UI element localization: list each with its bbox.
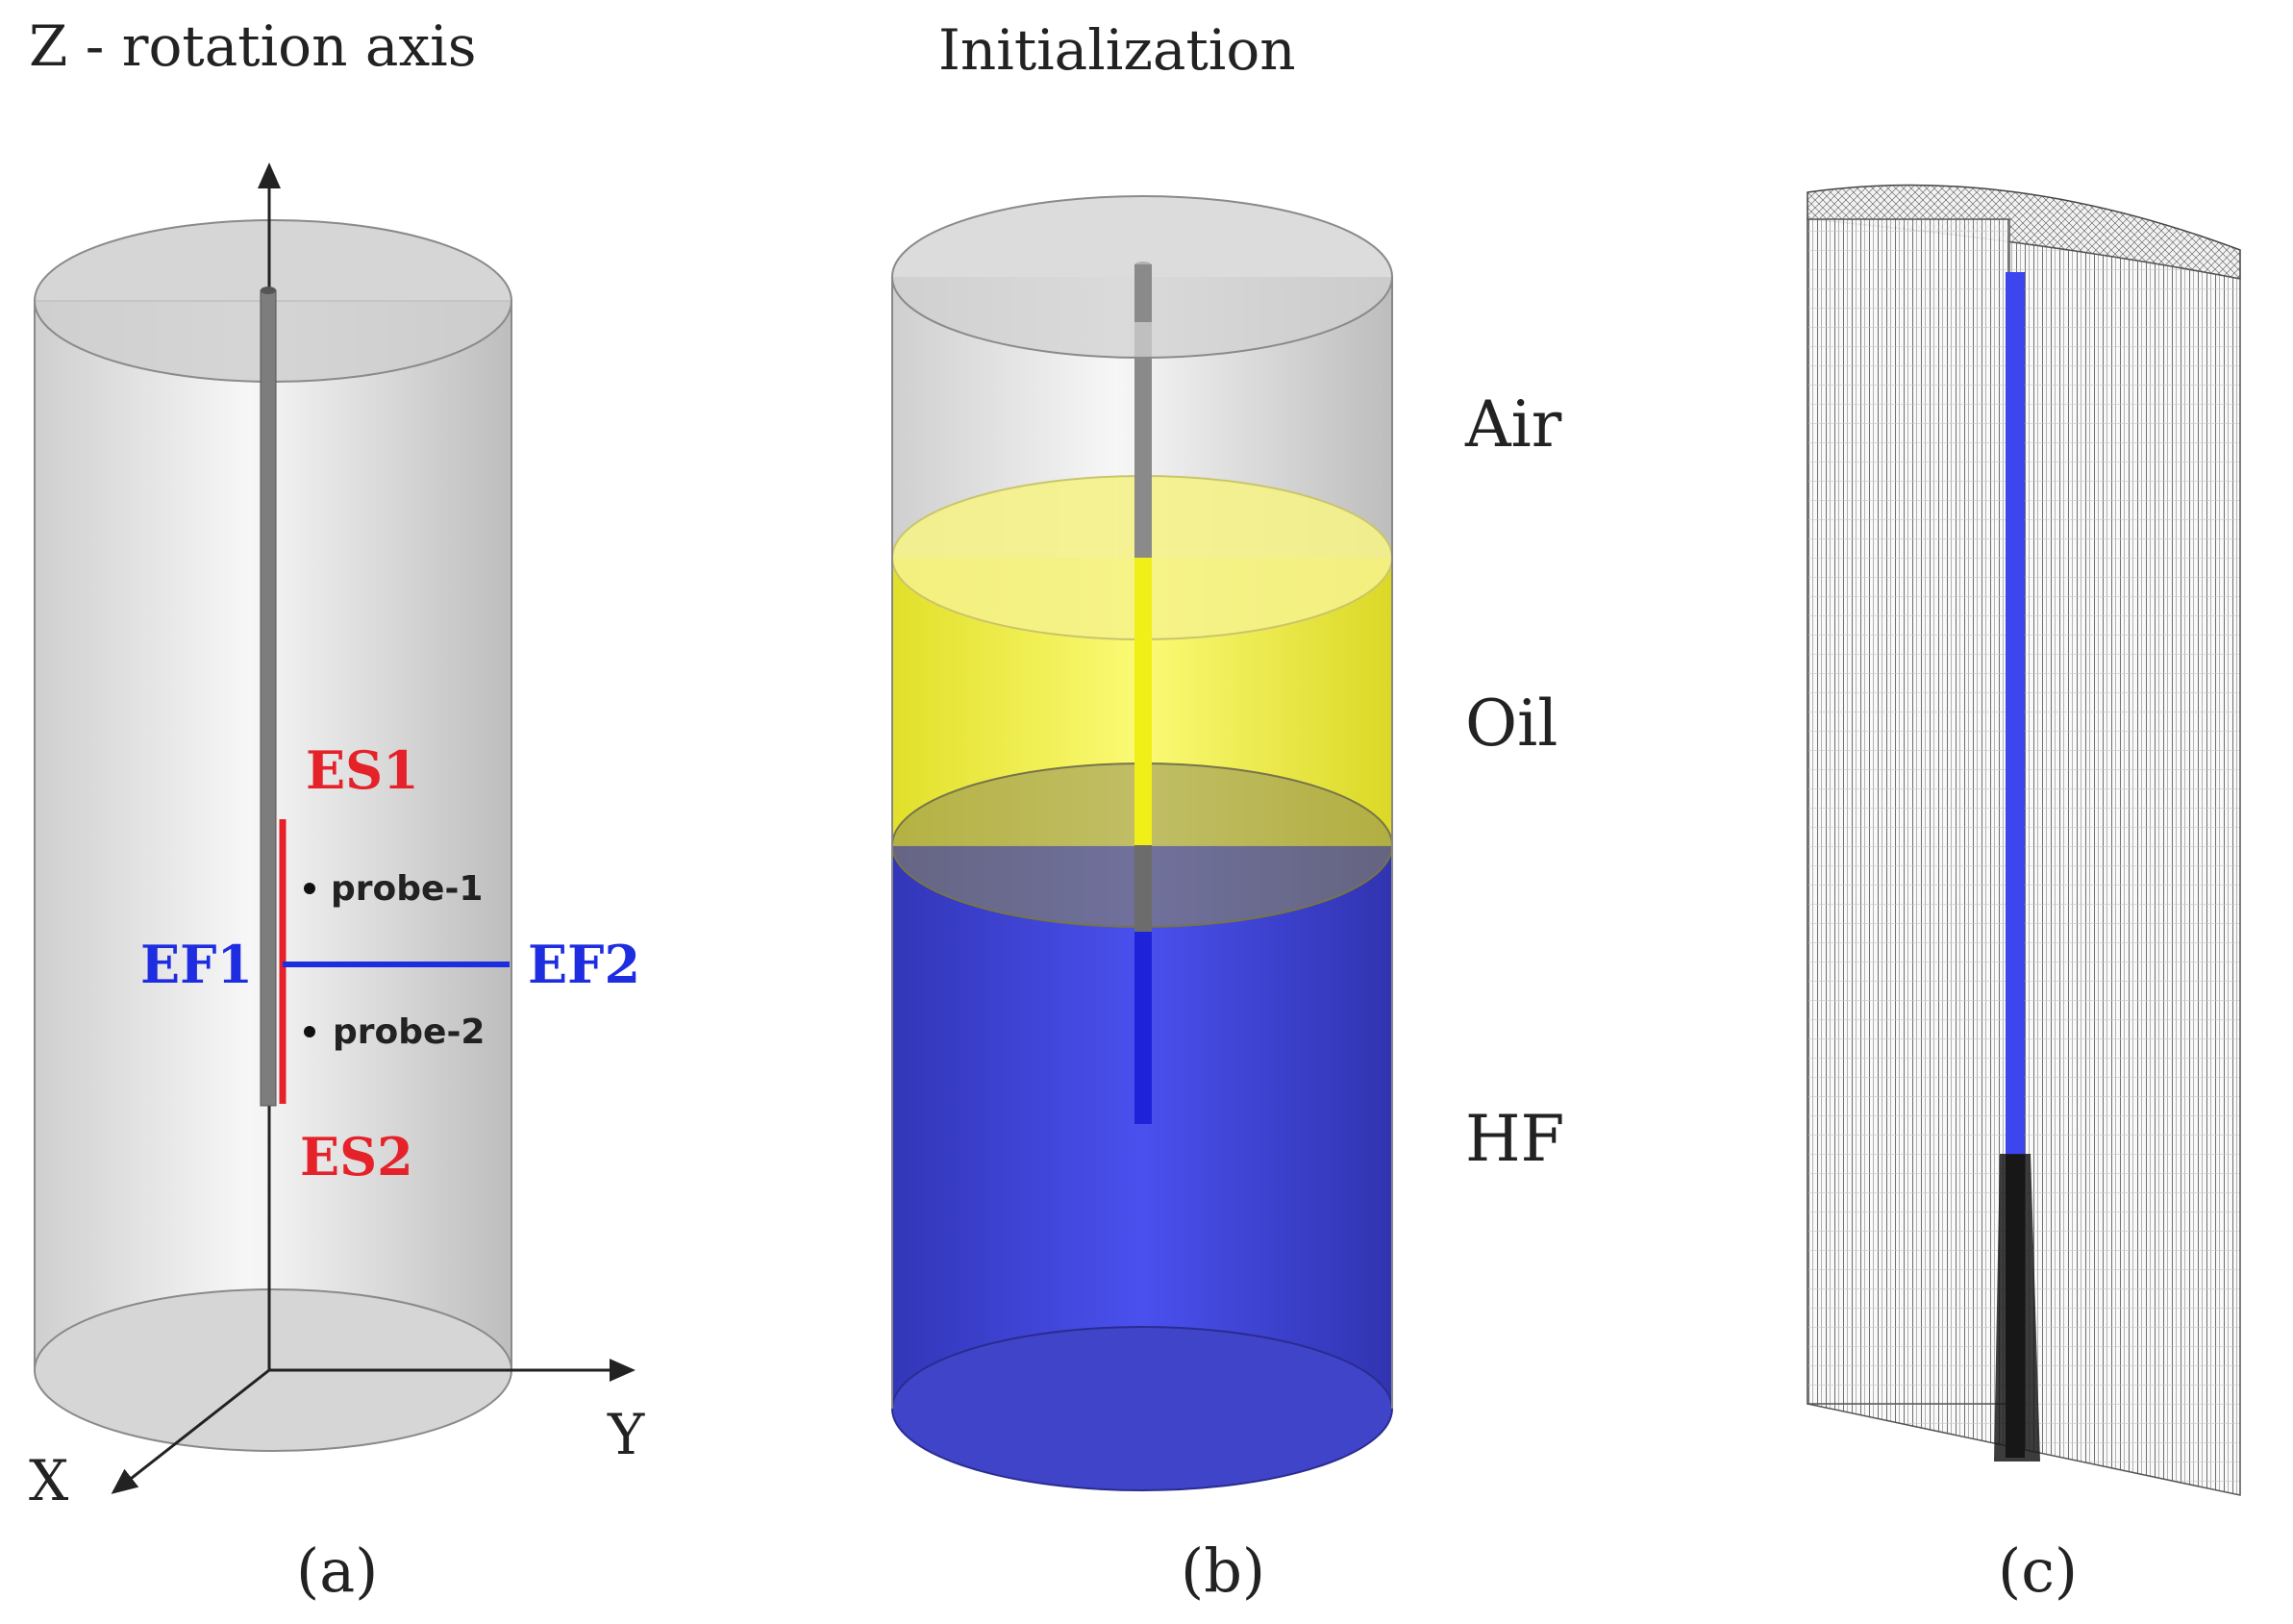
x-axis-label: X — [29, 1448, 69, 1513]
oil-label: Oil — [1465, 687, 1558, 761]
probe-2-label: probe-2 — [333, 1012, 485, 1052]
y-axis-label: Y — [607, 1402, 645, 1467]
x-axis-arrow — [111, 1368, 270, 1494]
panel-c: (c) — [1807, 184, 2241, 1606]
ef2-label: EF2 — [528, 934, 640, 995]
mesh-electrode — [2006, 272, 2025, 1155]
mesh-refinement-zone — [1994, 1154, 2040, 1462]
ef1-label: EF1 — [140, 934, 253, 995]
probe-1-dot — [304, 883, 315, 894]
mesh-front-face — [1807, 218, 2010, 1405]
air-label: Air — [1464, 387, 1562, 462]
probe-1-label: probe-1 — [331, 869, 483, 909]
panel-a: Z - rotation axis Y X ES1 ES2 EF1 EF2 pr… — [29, 13, 645, 1606]
es2-label: ES2 — [300, 1126, 413, 1187]
panel-a-title: Z - rotation axis — [29, 13, 476, 79]
rod-a-cap — [261, 287, 276, 294]
es1-label: ES1 — [306, 739, 419, 801]
panel-b-caption: (b) — [1181, 1536, 1265, 1606]
rod-b-top — [1134, 264, 1152, 322]
panel-b: Initialization Air Oil HF (b) — [891, 17, 1564, 1606]
hf-label: HF — [1465, 1102, 1564, 1176]
hf-bottom — [891, 1326, 1393, 1491]
panel-a-caption: (a) — [296, 1536, 378, 1606]
rod-b-lower — [1134, 845, 1152, 932]
rod-b-oil — [1134, 558, 1152, 846]
probe-2-dot — [304, 1026, 315, 1037]
panel-c-caption: (c) — [1998, 1536, 2078, 1606]
rod-a — [260, 289, 277, 1107]
panel-b-title: Initialization — [938, 17, 1296, 83]
rod-b-hf — [1134, 932, 1152, 1124]
